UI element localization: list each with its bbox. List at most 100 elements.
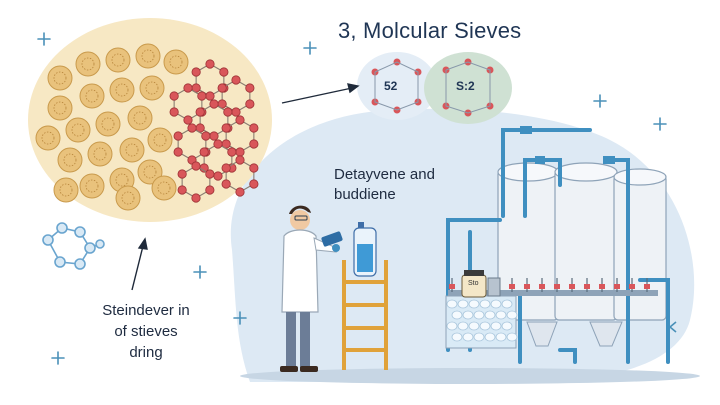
pipe-valves — [520, 126, 615, 164]
sparkle-icon — [37, 32, 667, 365]
basin-bead — [451, 310, 463, 320]
sieve-bead-pores — [133, 111, 147, 125]
sieve-bead-pores — [143, 165, 157, 179]
sieve-bead-pores — [169, 55, 183, 69]
lattice-atom — [177, 185, 187, 195]
lattice-atom — [213, 139, 223, 149]
sieve-bead — [79, 173, 105, 199]
sieve-bead-pores — [111, 53, 125, 67]
lattice-atom — [249, 179, 259, 189]
lattice-atom — [209, 99, 219, 109]
lattice-atom — [235, 147, 245, 157]
valve — [539, 284, 545, 289]
sieve-bead — [127, 105, 153, 131]
lattice-atom — [245, 99, 255, 109]
basin-bead — [490, 321, 502, 331]
lattice-atom — [205, 169, 215, 179]
sieve-bead-pores — [53, 101, 67, 115]
sieve-bead-pores — [157, 181, 171, 195]
sieve-bead — [95, 111, 121, 137]
valve — [614, 284, 620, 289]
sieve-caption-line-1: Steindever in — [102, 302, 190, 319]
jar-label: Sto — [468, 280, 479, 287]
basin-bead — [501, 299, 513, 309]
rail — [448, 290, 658, 296]
sieve-bead-pores — [141, 49, 155, 63]
basin-bead — [451, 332, 463, 342]
basin-beads — [446, 299, 518, 342]
lattice-atom — [187, 123, 197, 133]
sieve-bead-pores — [81, 57, 95, 71]
hex-lattice — [169, 59, 259, 203]
sieve-caption-line-2: of stieves — [114, 323, 178, 340]
lattice-atom — [217, 83, 227, 93]
sieve-bead — [109, 77, 135, 103]
basin-bead — [473, 332, 485, 342]
arrow-up-icon — [131, 237, 148, 291]
lattice-atom — [205, 59, 215, 69]
sieve-bead-pores — [85, 89, 99, 103]
can — [487, 277, 501, 297]
lattice-atom — [221, 179, 231, 189]
page-title: 3, Molcular Sieves — [338, 18, 522, 43]
basin-bead — [490, 299, 502, 309]
basin-bead — [473, 310, 485, 320]
lattice-atom — [191, 67, 201, 77]
lattice-atom — [221, 163, 231, 173]
sieve-bead — [57, 147, 83, 173]
lattice-atom — [209, 131, 219, 141]
basin-bead — [479, 299, 491, 309]
bubble-label-right: S:2 — [456, 79, 475, 93]
valve — [509, 284, 515, 289]
sieve-bead — [163, 49, 189, 75]
sieve-bead-pores — [41, 131, 55, 145]
lattice-atom — [249, 163, 259, 173]
lattice-atom — [221, 123, 231, 133]
sieve-bead — [115, 185, 141, 211]
sieve-bead-pores — [145, 81, 159, 95]
ground-shadow — [240, 368, 700, 384]
basin-bead — [506, 332, 518, 342]
lattice-atom — [191, 193, 201, 203]
lattice-atom — [249, 123, 259, 133]
bubble-label-left: 52 — [384, 79, 398, 93]
valve — [644, 284, 650, 289]
scientist — [280, 205, 343, 372]
sieve-bead — [79, 83, 105, 109]
lattice-atom — [191, 161, 201, 171]
basin-bead — [446, 299, 458, 309]
lattice-atom — [231, 107, 241, 117]
lattice-atom — [249, 139, 259, 149]
lattice-atom — [227, 147, 237, 157]
basin-bead — [468, 321, 480, 331]
sieve-bead-pores — [93, 147, 107, 161]
sieve-bead-pores — [85, 179, 99, 193]
valve — [584, 284, 590, 289]
sieve-caption: Steindever in of stieves dring — [80, 300, 212, 363]
process-caption: Detayvene and buddiene — [334, 165, 474, 205]
basin-bead — [457, 299, 469, 309]
sieve-bead — [47, 95, 73, 121]
sieve-bead — [147, 127, 173, 153]
valve — [569, 284, 575, 289]
lattice-atom — [169, 91, 179, 101]
sieve-bead-pores — [101, 117, 115, 131]
valve — [599, 284, 605, 289]
basin-bead — [501, 321, 513, 331]
basin-bead — [484, 332, 496, 342]
valve — [449, 284, 455, 289]
sieve-bead — [119, 137, 145, 163]
lattice-atom — [235, 155, 245, 165]
sieve-bead-pores — [71, 123, 85, 137]
lattice-atom — [183, 83, 193, 93]
sieve-bead — [53, 177, 79, 203]
lattice-atom — [245, 83, 255, 93]
basin-bead — [479, 321, 491, 331]
sieve-bead-pores — [59, 183, 73, 197]
sieve-bead — [137, 159, 163, 185]
lattice-atom — [231, 75, 241, 85]
sieve-beads — [35, 43, 189, 211]
basin-bead — [506, 310, 518, 320]
